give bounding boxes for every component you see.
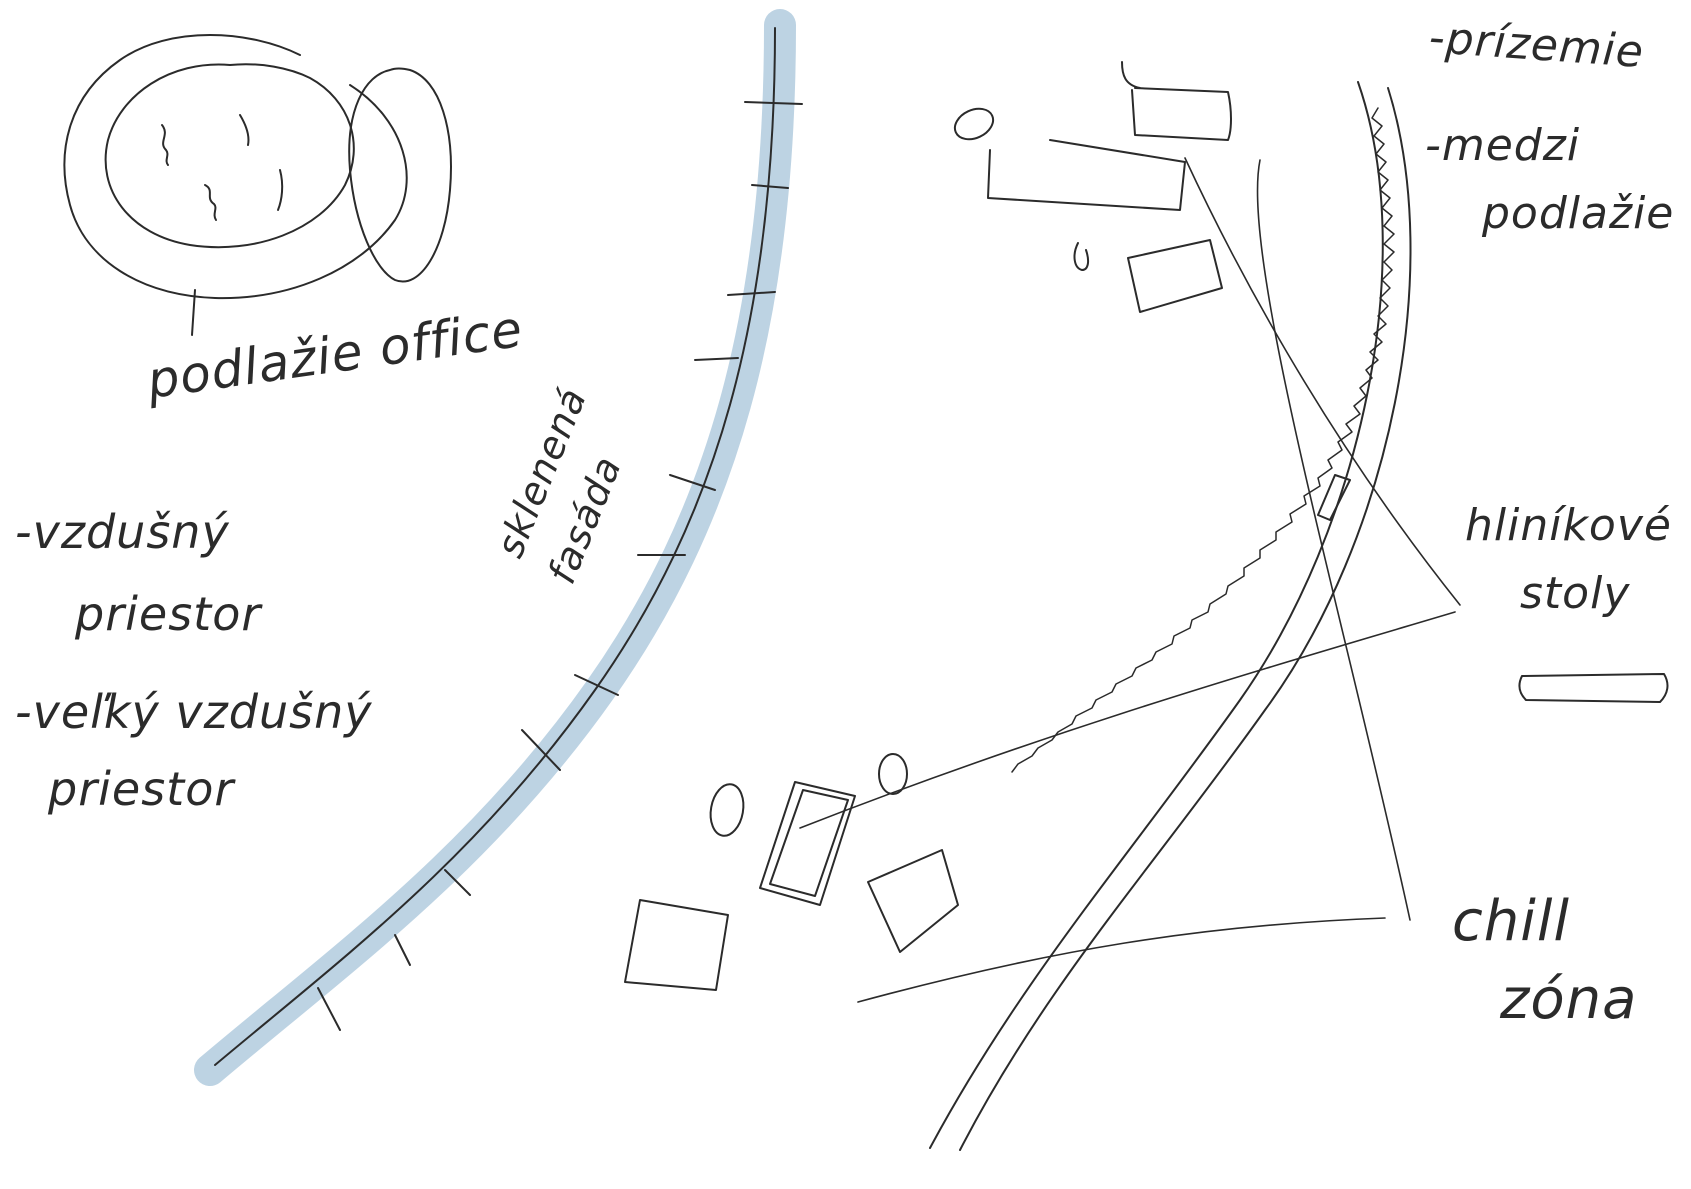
- construction-lines: [800, 158, 1460, 1002]
- office-bubble-diagram: [64, 35, 450, 335]
- aluminum-table-symbol: [1519, 674, 1667, 702]
- sofa-outline: [988, 140, 1185, 210]
- top-furniture: [950, 62, 1231, 312]
- table-rect-inner: [770, 790, 848, 896]
- box-lower-mid: [868, 850, 958, 952]
- label-velky-line1: -veľký vzdušný: [15, 685, 372, 739]
- ramp-outer: [930, 82, 1383, 1148]
- seat-box-1: [1128, 240, 1222, 312]
- box-lower-left: [625, 900, 728, 990]
- stool-2: [707, 782, 748, 839]
- label-velky-line2: priestor: [47, 762, 236, 816]
- stool-3: [879, 754, 907, 794]
- label-vzdusny-line1: -vzdušný: [15, 505, 230, 559]
- label-medzi-line2: podlažie: [1481, 188, 1674, 239]
- outer-blob: [64, 35, 406, 298]
- inner-blob: [106, 64, 354, 247]
- label-podlazie-office: podlažie office: [143, 300, 527, 410]
- squiggle-2: [240, 115, 249, 145]
- stool-1: [950, 103, 998, 145]
- label-vzdusny-line2: priestor: [74, 587, 263, 641]
- squiggle-1: [162, 125, 168, 165]
- squiggle-4: [278, 170, 282, 210]
- label-prizemie: -prízemie: [1427, 12, 1645, 78]
- side-blob: [349, 69, 451, 282]
- facade-label: sklenená fasáda: [486, 381, 649, 589]
- squiggle-3: [205, 185, 216, 220]
- ramp-teeth: [1012, 108, 1394, 772]
- chair-1: [1075, 243, 1089, 270]
- label-hlinik-line2: stoly: [1520, 568, 1630, 619]
- label-chill-line2: zóna: [1499, 967, 1637, 1032]
- small-table-top: [1122, 62, 1231, 140]
- label-chill-line1: chill: [1452, 889, 1570, 954]
- label-medzi-line1: -medzi: [1425, 120, 1580, 171]
- bottom-furniture: [625, 754, 958, 990]
- table-rect-outer: [760, 782, 855, 905]
- label-hlinik-line1: hliníkové: [1465, 500, 1672, 551]
